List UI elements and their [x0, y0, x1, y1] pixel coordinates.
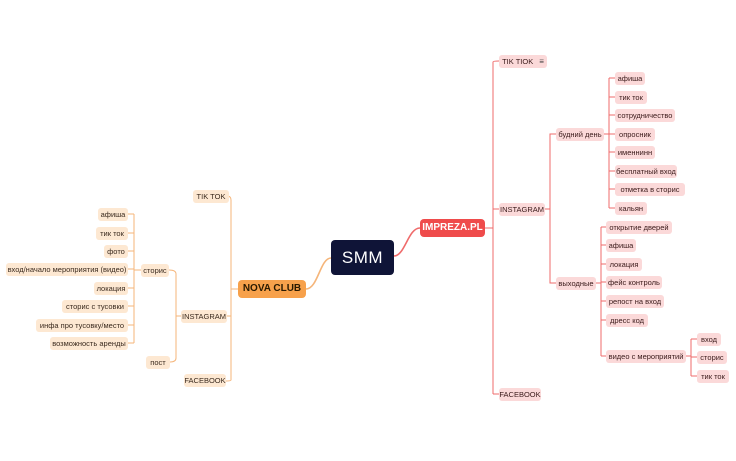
connector-line: [225, 289, 232, 382]
notes-list-icon[interactable]: ≡: [539, 56, 544, 66]
connector-line: [492, 60, 500, 63]
video-item[interactable]: вход: [697, 333, 721, 346]
nova-story-item[interactable]: фото: [104, 245, 128, 258]
connector-line: [549, 209, 556, 284]
nova-story-item[interactable]: локация: [94, 282, 128, 295]
topic-nova-club[interactable]: NOVA CLUB: [238, 280, 306, 298]
nova-story-item[interactable]: возможность аренды: [50, 337, 128, 350]
impreza-tiktok-label: TIK TIOK: [502, 56, 534, 66]
weekend-item[interactable]: фейс контроль: [606, 276, 662, 289]
weekday-item[interactable]: именнинн: [615, 146, 655, 159]
weekday-item[interactable]: бесплатный вход: [615, 165, 677, 178]
nova-instagram[interactable]: INSTAGRAM: [181, 310, 227, 323]
connector-line: [393, 227, 421, 257]
connector-line: [169, 316, 177, 363]
impreza-weekday[interactable]: будний день: [556, 128, 604, 141]
weekend-item[interactable]: дресс код: [606, 314, 648, 327]
weekday-item[interactable]: кальян: [615, 202, 647, 215]
weekday-item[interactable]: афиша: [615, 72, 645, 85]
weekend-item[interactable]: репост на вход: [606, 295, 664, 308]
weekend-item[interactable]: афиша: [606, 239, 636, 252]
weekday-item[interactable]: отметка в сторис: [615, 183, 685, 196]
impreza-instagram[interactable]: INSTAGRAM: [499, 203, 545, 216]
weekday-item[interactable]: опросник: [615, 128, 655, 141]
connector-line: [545, 133, 556, 210]
connector-line: [305, 257, 332, 290]
nova-facebook[interactable]: FACEBOOK: [184, 374, 226, 387]
weekday-item[interactable]: сотрудничество: [615, 109, 675, 122]
nova-stories[interactable]: сторис: [141, 264, 169, 277]
nova-story-item[interactable]: сторис с тусовки: [62, 300, 128, 313]
video-item[interactable]: тик ток: [697, 370, 729, 383]
weekday-item[interactable]: тик ток: [615, 91, 647, 104]
nova-story-item[interactable]: афиша: [98, 208, 128, 221]
nova-story-item[interactable]: инфа про тусовку/место: [36, 319, 128, 332]
impreza-weekend[interactable]: выходные: [556, 277, 596, 290]
impreza-facebook[interactable]: FACEBOOK: [499, 388, 541, 401]
central-topic[interactable]: SMM: [331, 240, 394, 275]
weekend-item[interactable]: видео с мероприятий: [606, 350, 686, 363]
connector-line: [168, 269, 181, 317]
nova-story-item[interactable]: вход/начало мероприятия (видео): [6, 263, 128, 276]
topic-impreza[interactable]: IMPREZA.PL: [420, 219, 485, 237]
video-item[interactable]: сторис: [697, 351, 727, 364]
weekend-item[interactable]: открытие дверей: [606, 221, 672, 234]
nova-post[interactable]: пост: [146, 356, 170, 369]
impreza-tiktok[interactable]: TIK TIOK ≡: [499, 55, 547, 68]
nova-story-item[interactable]: тик ток: [96, 227, 128, 240]
connector-line: [226, 195, 238, 290]
nova-tiktok[interactable]: TIK TOK: [193, 190, 229, 203]
weekend-item[interactable]: локация: [606, 258, 642, 271]
